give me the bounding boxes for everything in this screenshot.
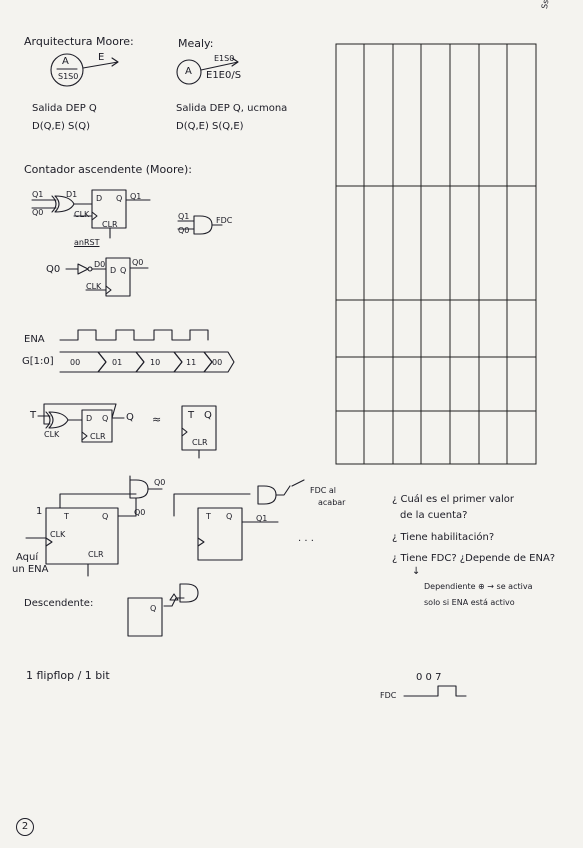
- ff2-d0: D0: [94, 260, 106, 269]
- timing-bus: G[1:0]: [22, 356, 54, 367]
- descending-q: Q: [150, 604, 157, 613]
- tff-q: Q: [102, 414, 109, 423]
- moore-note-line1: Salida DEP Q: [32, 103, 97, 114]
- ff2-q0-input: Q0: [46, 264, 61, 275]
- moore-note-line2: D(Q,E) S(Q): [32, 121, 91, 132]
- answer-line-1: Dependiente ⊕ → se activa: [424, 582, 533, 591]
- chain-q2: Q: [226, 512, 233, 521]
- counter-title: Contador ascendente (Moore):: [24, 163, 193, 176]
- timing-ena: ENA: [24, 334, 45, 345]
- fdc-note-2: acabar: [318, 498, 346, 507]
- timing-value: 00: [70, 358, 81, 367]
- tff-t-input: T: [30, 410, 37, 421]
- table-grid: [336, 44, 536, 464]
- fdc-bits: 0 0 7: [416, 672, 442, 683]
- moore-state-label: A: [62, 56, 69, 67]
- fdc-wave-label: FDC: [380, 691, 397, 700]
- chain-note-here: Aquí: [16, 552, 39, 563]
- fdc-output: FDC: [216, 216, 233, 225]
- page-number: 2: [16, 818, 34, 836]
- mealy-title: Mealy:: [178, 37, 214, 50]
- mealy-edge-label: E1E0/S: [206, 70, 242, 81]
- chain-note-ena: un ENA: [12, 564, 49, 575]
- tff-clr: CLR: [90, 432, 106, 441]
- chain-one: 1: [36, 506, 43, 517]
- flipflop-note: 1 flipflop / 1 bit: [26, 669, 110, 682]
- chain-clr: CLR: [88, 550, 104, 559]
- moore-state-bits: S1S0: [58, 72, 79, 81]
- gate-input-q1: Q1: [178, 212, 190, 221]
- approx-symbol: ≈: [152, 413, 162, 426]
- counter-d1: D1: [66, 190, 78, 199]
- counter-q0: Q0: [32, 208, 44, 217]
- question-2: ¿ Tiene habilitación?: [392, 532, 495, 543]
- chain-q0: Q0: [134, 508, 146, 517]
- chain-q-over: Q0: [154, 478, 166, 487]
- mealy-note-line1: Salida DEP Q, ucmona: [176, 103, 288, 114]
- descending-label: Descendente:: [24, 598, 94, 609]
- counter-ff-q: Q: [116, 194, 123, 203]
- chain-dots: · · ·: [298, 536, 314, 547]
- mealy-note-line2: D(Q,E) S(Q,E): [176, 121, 244, 132]
- moore-edge-label: E: [98, 52, 105, 63]
- ff2-q: Q: [120, 266, 127, 275]
- question-1a: ¿ Cuál es el primer valor: [392, 494, 515, 505]
- mealy-state-label: A: [185, 66, 192, 77]
- timing-value: 11: [186, 358, 197, 367]
- question-1b: de la cuenta?: [400, 510, 468, 521]
- answer-arrow: ↓: [412, 566, 421, 577]
- counter-anrst: anRST: [74, 238, 100, 247]
- counter-q1: Q1: [32, 190, 44, 199]
- ff2-clk: CLK: [86, 282, 102, 291]
- timing-value: 00: [212, 358, 223, 367]
- answer-line-2: solo si ENA está activo: [424, 598, 515, 607]
- tff-clk: CLK: [44, 430, 60, 439]
- question-3: ¿ Tiene FDC? ¿Depende de ENA?: [392, 553, 556, 564]
- timing-value: 01: [112, 358, 123, 367]
- counter-clk: CLK: [74, 210, 90, 219]
- chain-q: Q: [102, 512, 109, 521]
- tff-symbol-q: Q: [204, 410, 212, 421]
- tff-q-out: Q: [126, 412, 134, 423]
- ff2-d: D: [110, 266, 117, 275]
- tff-symbol-t: T: [188, 410, 195, 421]
- moore-title: Arquitectura Moore:: [24, 35, 134, 48]
- tff-symbol-clr: CLR: [192, 438, 208, 447]
- timing-value: 10: [150, 358, 161, 367]
- chain-t2: T: [206, 512, 211, 521]
- mealy-edge-top: E1S0: [214, 54, 235, 63]
- gate-input-q0: Q0: [178, 226, 190, 235]
- chain-clk: CLK: [50, 530, 66, 539]
- ff2-q0-out: Q0: [132, 258, 144, 267]
- counter-clr: CLR: [102, 220, 118, 229]
- fdc-note-1: FDC al: [310, 486, 337, 495]
- chain-t: T: [64, 512, 69, 521]
- tff-d: D: [86, 414, 93, 423]
- chain-q1: Q1: [256, 514, 268, 523]
- counter-q1-out: Q1: [130, 192, 142, 201]
- counter-ff-d: D: [96, 194, 103, 203]
